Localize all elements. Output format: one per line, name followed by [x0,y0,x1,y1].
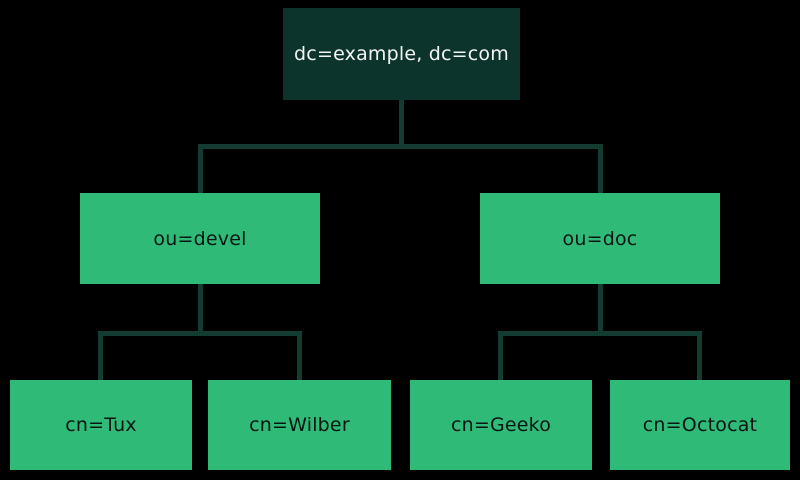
node-ou-doc-label: ou=doc [562,227,638,250]
node-root-dc: dc=example, dc=com [283,8,520,100]
node-cn-tux-label: cn=Tux [65,414,137,436]
node-cn-geeko: cn=Geeko [410,380,592,470]
connector-root-stem [399,99,404,149]
node-cn-geeko-label: cn=Geeko [450,414,552,436]
node-ou-doc: ou=doc [480,193,720,284]
node-cn-octocat-label: cn=Octocat [642,414,758,436]
connector-doc-drop [598,144,603,193]
connector-devel-horizontal [98,331,302,336]
node-cn-tux: cn=Tux [10,380,192,470]
connector-tux-drop [98,331,103,380]
connector-doc-stem [598,284,603,336]
node-cn-wilber-label: cn=Wilber [249,414,350,436]
connector-wilber-drop [297,331,302,380]
connector-octocat-drop [697,331,702,380]
node-ou-devel-label: ou=devel [153,227,247,250]
node-ou-devel: ou=devel [80,193,320,284]
node-cn-wilber: cn=Wilber [208,380,391,470]
connector-devel-drop [198,144,203,193]
connector-devel-stem [198,284,203,336]
connector-geeko-drop [498,331,503,380]
node-root-label: dc=example, dc=com [294,43,509,65]
connector-doc-horizontal [498,331,702,336]
connector-top-horizontal [198,144,603,149]
node-cn-octocat: cn=Octocat [610,380,790,470]
